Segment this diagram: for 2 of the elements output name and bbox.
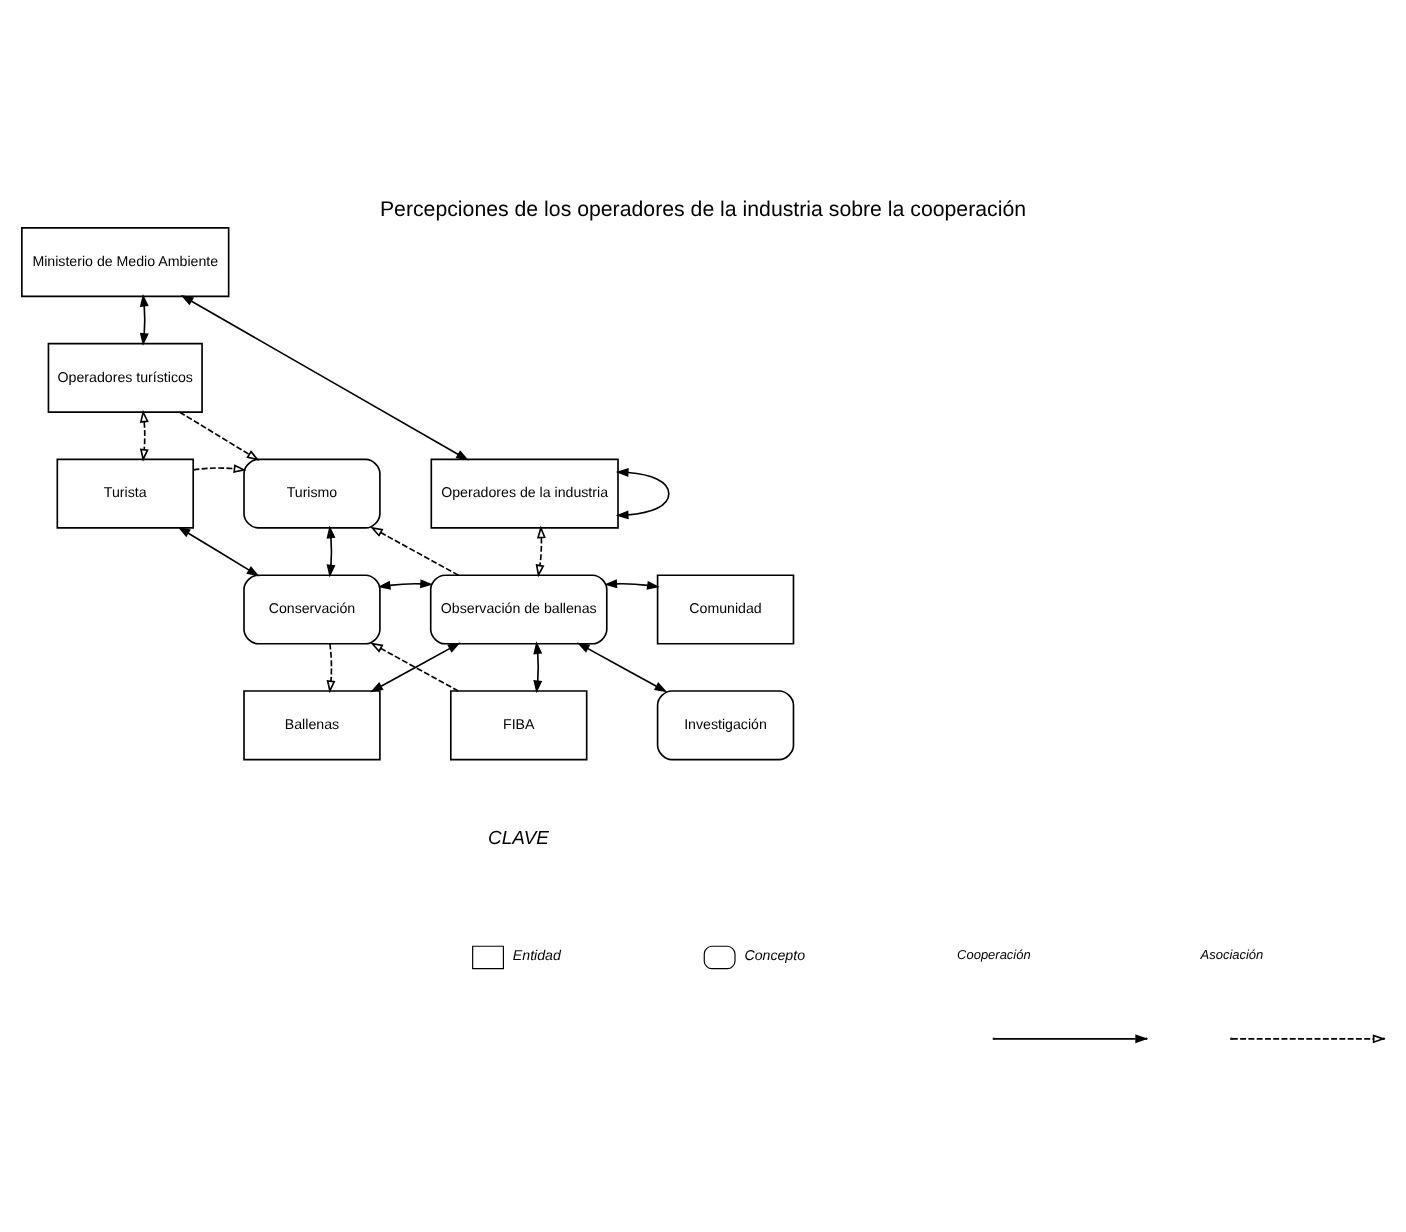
diagram-title: Percepciones de los operadores de la industria sobre la cooperación: [379, 197, 1027, 222]
label: CLAVE: [488, 827, 549, 850]
